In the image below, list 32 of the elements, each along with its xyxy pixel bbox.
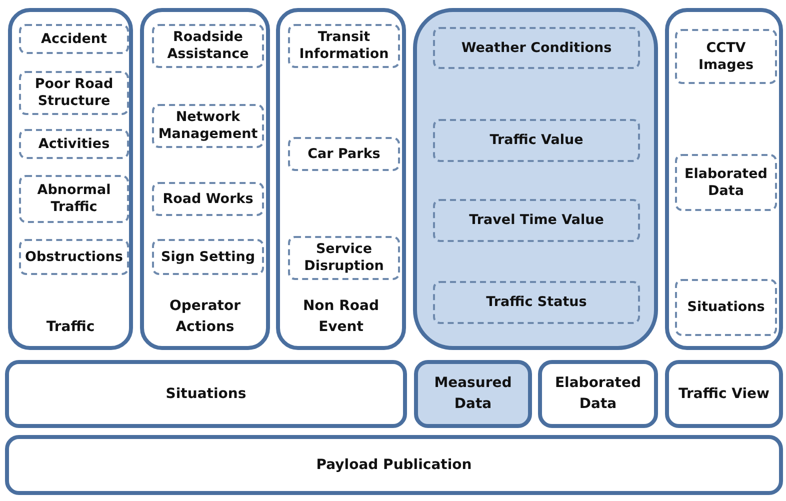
item-box: Transit Information: [288, 24, 400, 68]
item-box: Weather Conditions: [433, 27, 640, 69]
category-panel: [413, 8, 658, 350]
item-box: Activities: [19, 129, 129, 159]
layer-box: Elaborated Data: [538, 360, 658, 428]
item-box: Service Disruption: [288, 236, 400, 280]
item-box: Traffic Value: [433, 119, 640, 162]
category-panel: [140, 8, 270, 350]
layer-box: Measured Data: [414, 360, 532, 428]
item-box: CCTV Images: [675, 29, 777, 84]
item-box: Network Management: [152, 104, 264, 148]
category-panel: [665, 8, 783, 350]
layer-box: Traffic View: [665, 360, 783, 428]
item-box: Abnormal Traffic: [19, 175, 129, 223]
item-box: Roadside Assistance: [152, 24, 264, 68]
category-panel: [276, 8, 406, 350]
item-box: Travel Time Value: [433, 199, 640, 242]
layer-box: Payload Publication: [5, 435, 783, 495]
panel-title: Non Road Event: [302, 297, 380, 337]
item-box: Obstructions: [19, 239, 129, 275]
panel-title: Operator Actions: [168, 297, 242, 337]
item-box: Traffic Status: [433, 281, 640, 324]
panel-title: Traffic: [45, 318, 96, 337]
item-box: Poor Road Structure: [19, 71, 129, 115]
item-box: Elaborated Data: [675, 154, 777, 211]
item-box: Sign Setting: [152, 239, 264, 275]
item-box: Car Parks: [288, 137, 400, 171]
layer-box: Situations: [5, 360, 407, 428]
item-box: Accident: [19, 24, 129, 54]
item-box: Situations: [675, 279, 777, 336]
item-box: Road Works: [152, 182, 264, 216]
category-panel: [8, 8, 133, 350]
